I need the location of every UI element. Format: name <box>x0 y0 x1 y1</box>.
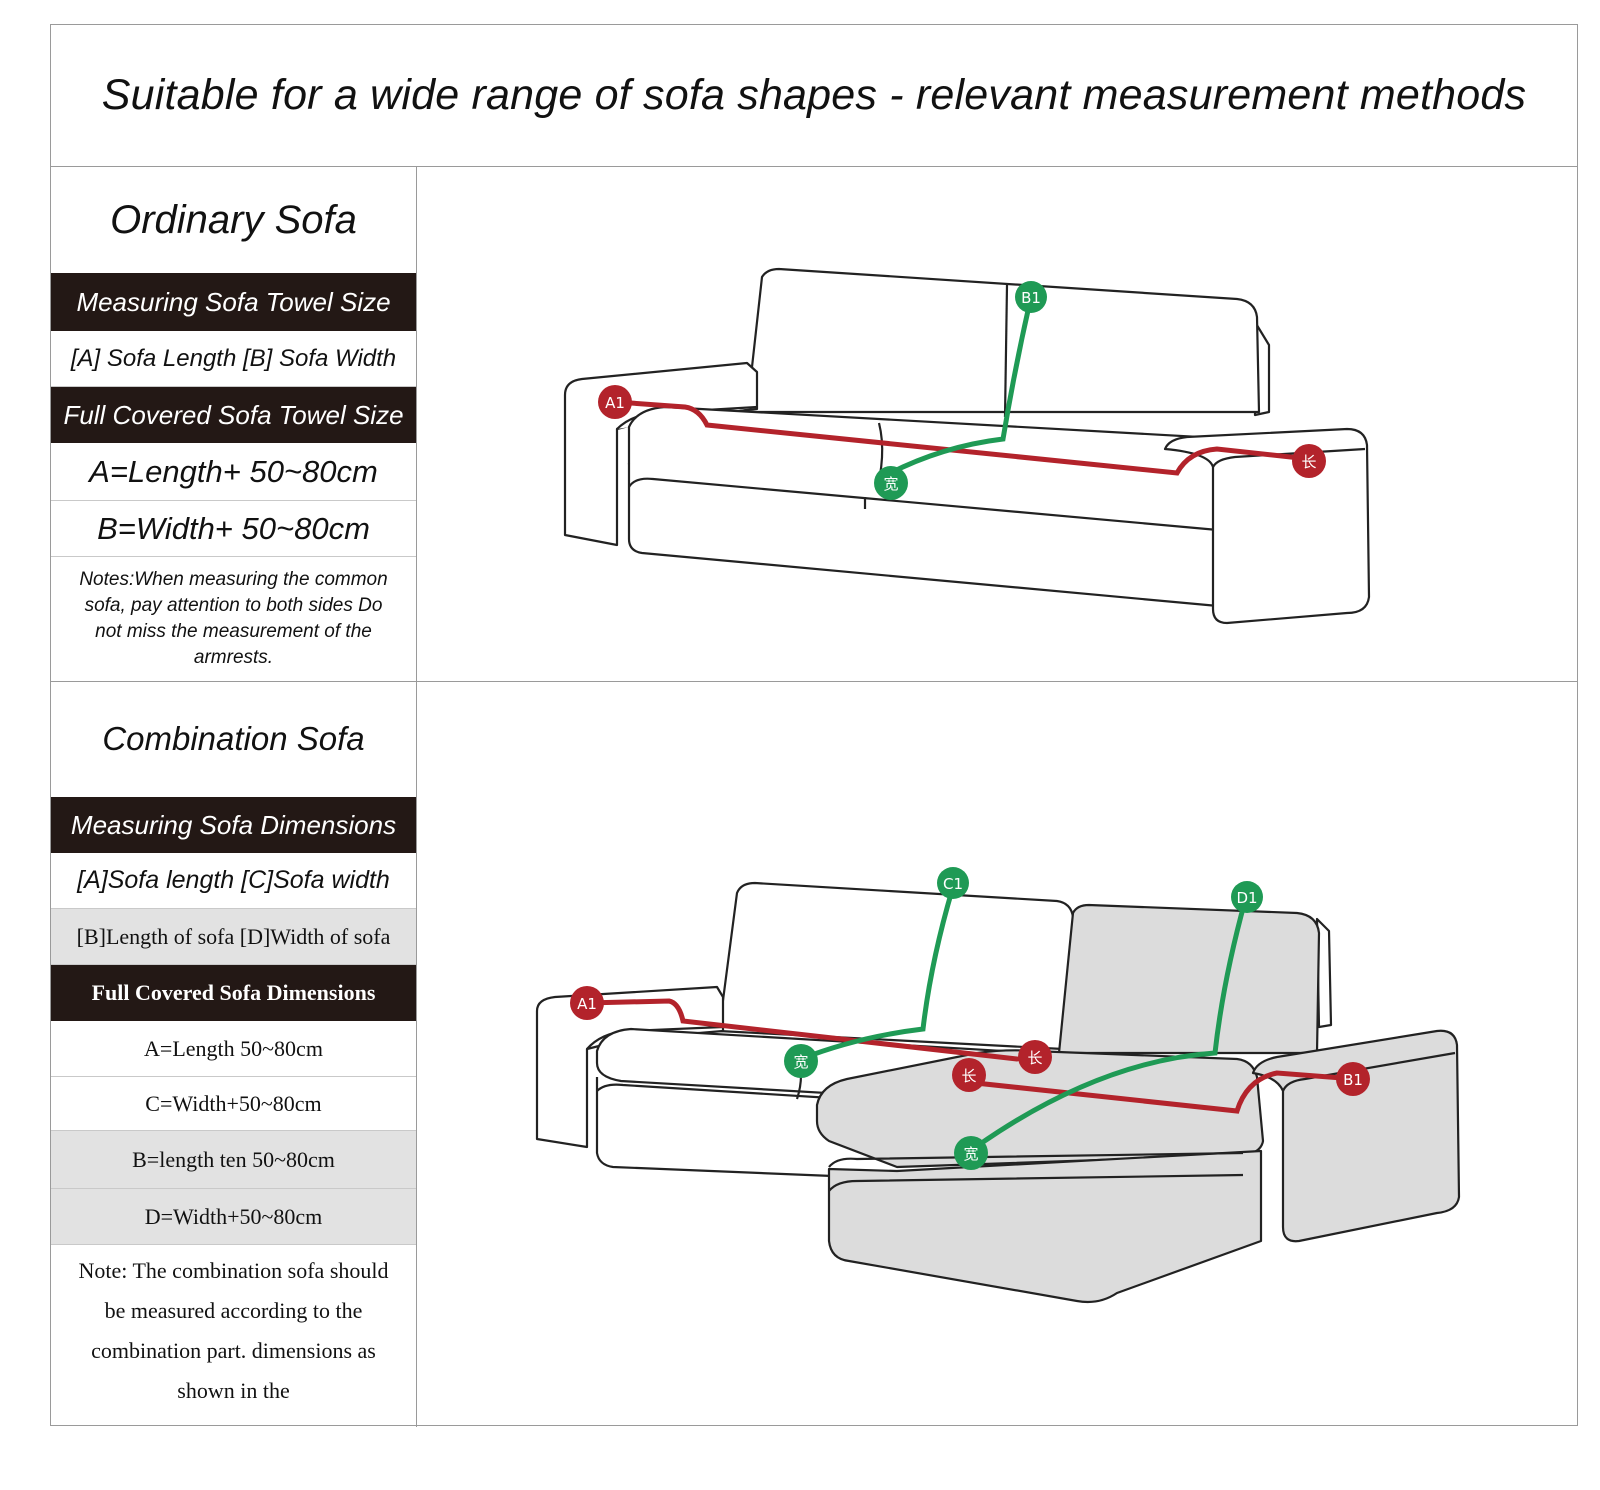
combination-dimensions-cell-2: [B]Length of sofa [D]Width of sofa <box>51 909 416 965</box>
combination-sofa-info-column: Combination Sofa Measuring Sofa Dimensio… <box>51 681 417 1427</box>
combination-full-covered-bar: Full Covered Sofa Dimensions <box>51 965 416 1021</box>
marker-width-left: 宽 <box>784 1044 818 1078</box>
ordinary-formula-b: B=Width+ 50~80cm <box>97 510 370 546</box>
combination-formula-a-cell: A=Length 50~80cm <box>51 1021 416 1077</box>
combination-marker-length-chaise-label: 长 <box>961 1067 976 1085</box>
combination-note-cell: Note: The combination sofa should be mea… <box>51 1245 416 1427</box>
combination-marker-d1-label: D1 <box>1236 889 1257 907</box>
marker-length-left: 长 <box>1018 1040 1052 1074</box>
ordinary-measuring-bar: Measuring Sofa Towel Size <box>51 273 416 331</box>
combination-sofa-heading-cell: Combination Sofa <box>51 681 416 797</box>
marker-length-label: 长 <box>1301 453 1316 471</box>
ordinary-measuring-bar-label: Measuring Sofa Towel Size <box>76 286 391 317</box>
marker-d1: D1 <box>1231 881 1263 913</box>
ordinary-sofa-heading-cell: Ordinary Sofa <box>51 167 416 273</box>
marker-c1: C1 <box>937 867 969 899</box>
marker-a1-label: A1 <box>605 394 625 412</box>
combination-marker-a1-label: A1 <box>577 995 597 1013</box>
combination-sofa-heading: Combination Sofa <box>102 720 365 757</box>
ordinary-sofa-diagram: A1 B1 长 宽 <box>417 167 1579 681</box>
combination-measuring-bar-label: Measuring Sofa Dimensions <box>70 809 397 840</box>
ordinary-sofa-illustration: A1 B1 长 宽 <box>563 267 1371 625</box>
combination-note: Note: The combination sofa should be mea… <box>78 1258 389 1403</box>
combination-formula-a: A=Length 50~80cm <box>144 1035 323 1061</box>
ordinary-sofa-heading: Ordinary Sofa <box>110 197 357 242</box>
combination-formula-b: B=length ten 50~80cm <box>132 1146 335 1172</box>
marker-width: 宽 <box>874 466 908 500</box>
combination-length-line-b <box>954 1070 1358 1114</box>
combination-dimensions-line-2: [B]Length of sofa [D]Width of sofa <box>76 923 391 949</box>
page-title: Suitable for a wide range of sofa shapes… <box>101 71 1527 119</box>
ordinary-width-line <box>876 294 1034 482</box>
combination-formula-c-cell: C=Width+50~80cm <box>51 1077 416 1131</box>
title-row: Suitable for a wide range of sofa shapes… <box>51 25 1577 167</box>
combination-dimensions-line-1: [A]Sofa length [C]Sofa width <box>77 866 390 894</box>
combination-measuring-bar: Measuring Sofa Dimensions <box>51 797 416 853</box>
ordinary-full-covered-bar: Full Covered Sofa Towel Size <box>51 387 416 443</box>
combination-formula-d-cell: D=Width+50~80cm <box>51 1189 416 1245</box>
ordinary-dimensions-line: [A] Sofa Length [B] Sofa Width <box>70 344 397 372</box>
combination-marker-width-chaise-label: 宽 <box>963 1145 978 1163</box>
combination-sofa-diagram: A1 C1 D1 B1 长 长 <box>417 681 1579 1427</box>
combination-full-covered-bar-label: Full Covered Sofa Dimensions <box>91 980 376 1005</box>
combination-formula-c: C=Width+50~80cm <box>145 1090 322 1116</box>
ordinary-sofa-info-column: Ordinary Sofa Measuring Sofa Towel Size … <box>51 167 417 681</box>
combination-marker-length-left-label: 长 <box>1027 1049 1042 1067</box>
marker-b1-label: B1 <box>1021 289 1041 307</box>
marker-width-label: 宽 <box>883 475 898 493</box>
combination-marker-c1-label: C1 <box>943 875 963 893</box>
combination-formula-d: D=Width+50~80cm <box>144 1203 323 1229</box>
ordinary-dimensions-cell: [A] Sofa Length [B] Sofa Width <box>51 331 416 387</box>
section-divider <box>51 681 1577 682</box>
combination-length-line-a <box>584 998 1020 1062</box>
ordinary-formula-b-cell: B=Width+ 50~80cm <box>51 501 416 557</box>
combination-sofa-illustration: A1 C1 D1 B1 长 长 <box>535 867 1461 1304</box>
combination-marker-b1-label: B1 <box>1343 1071 1363 1089</box>
measurement-guide-table: Suitable for a wide range of sofa shapes… <box>50 24 1579 1427</box>
combination-width-line-d <box>970 898 1248 1152</box>
marker-width-chaise: 宽 <box>954 1136 988 1170</box>
ordinary-notes: Notes:When measuring the common sofa, pa… <box>79 569 388 668</box>
marker-a1: A1 <box>570 986 604 1020</box>
combination-dimensions-cell-1: [A]Sofa length [C]Sofa width <box>51 853 416 909</box>
marker-b1: B1 <box>1015 281 1047 313</box>
ordinary-full-covered-bar-label: Full Covered Sofa Towel Size <box>63 399 404 430</box>
marker-a1: A1 <box>598 385 632 419</box>
ordinary-notes-cell: Notes:When measuring the common sofa, pa… <box>51 557 416 681</box>
marker-length: 长 <box>1292 444 1326 478</box>
marker-length-chaise: 长 <box>952 1058 986 1092</box>
ordinary-formula-a-cell: A=Length+ 50~80cm <box>51 443 416 501</box>
combination-width-line-c <box>798 884 956 1062</box>
combination-formula-b-cell: B=length ten 50~80cm <box>51 1131 416 1189</box>
ordinary-formula-a: A=Length+ 50~80cm <box>89 453 378 489</box>
combination-marker-width-left-label: 宽 <box>793 1053 808 1071</box>
ordinary-length-line <box>614 399 1312 476</box>
marker-b1: B1 <box>1336 1062 1370 1096</box>
